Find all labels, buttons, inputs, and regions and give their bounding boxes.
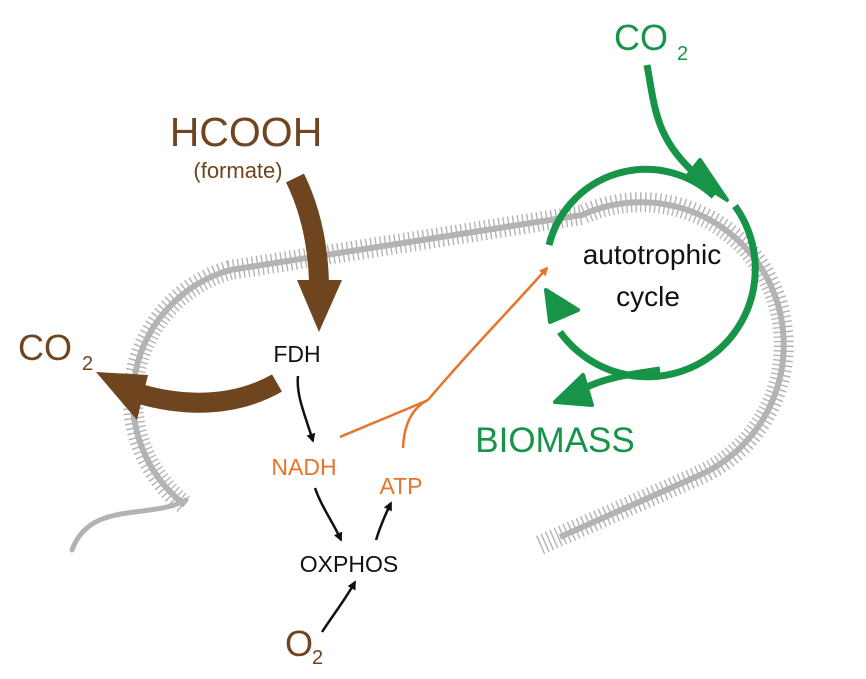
o2-label: O 2 (285, 623, 323, 669)
formate-label: (formate) (193, 158, 282, 183)
o2-to-oxphos-arrow (320, 580, 357, 633)
svg-text:CO: CO (614, 17, 668, 58)
nadh-to-oxphos-arrow (313, 487, 343, 542)
cycle-label-line2: cycle (616, 281, 680, 312)
oxphos-label: OXPHOS (300, 551, 398, 577)
svg-text:O: O (285, 623, 313, 664)
autotrophic-cycle-ring (544, 165, 759, 381)
oxphos-to-atp-arrow (374, 501, 393, 541)
energy-supply-arrows (339, 266, 549, 449)
nadh-label: NADH (271, 454, 336, 480)
biomass-label: BIOMASS (475, 421, 634, 460)
fdh-label: FDH (273, 341, 320, 367)
atp-label: ATP (379, 473, 422, 499)
svg-text:2: 2 (312, 647, 323, 669)
formate-uptake-arrow (285, 173, 342, 332)
flagellum (69, 497, 189, 553)
cycle-label-line1: autotrophic (583, 239, 722, 270)
biomass-arrow (553, 366, 661, 407)
fdh-to-nadh-arrow (296, 375, 316, 443)
hcooh-label: HCOOH (170, 109, 323, 155)
co2-in-label: CO 2 (614, 17, 688, 65)
svg-text:CO: CO (18, 327, 72, 368)
svg-text:2: 2 (82, 353, 93, 375)
svg-text:2: 2 (677, 43, 688, 65)
co2-out-label: CO 2 (18, 327, 93, 375)
co2-release-arrow (96, 372, 282, 420)
